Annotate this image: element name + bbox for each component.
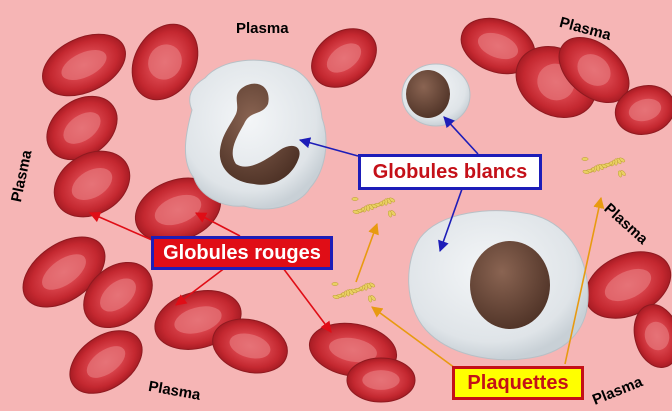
white-blood-cells [184, 59, 589, 361]
platelet [581, 157, 589, 161]
red-blood-cell [311, 28, 377, 88]
platelets [331, 157, 626, 303]
arrow-red-2 [195, 212, 241, 237]
platelet [617, 170, 623, 178]
red-blood-cell [53, 150, 131, 218]
platelet [367, 295, 373, 303]
platelet [352, 209, 360, 215]
white-cell-left [184, 59, 327, 210]
red-blood-cell [42, 33, 126, 97]
platelet [387, 210, 393, 218]
red-blood-cell [212, 318, 288, 374]
red-blood-cell [346, 357, 416, 403]
plasma-label-top: Plasma [236, 20, 289, 37]
arrow-blue-3 [438, 188, 463, 253]
red-blood-cell [131, 23, 199, 101]
arrow-red-3 [175, 263, 231, 306]
red-cells-label: Globules rouges [151, 236, 333, 270]
red-blood-cell [614, 85, 672, 135]
arrow-orange-2 [371, 306, 456, 369]
white-cells-label: Globules blancs [358, 154, 542, 190]
red-blood-cell [633, 304, 672, 368]
platelet [331, 282, 339, 286]
platelet [332, 294, 340, 300]
white-cell-small-nucleus [406, 70, 450, 118]
arrow-blue-2 [443, 116, 479, 155]
white-cell-large-nucleus [470, 241, 550, 329]
red-blood-cells [22, 17, 672, 403]
white-cell-left-nucleus [219, 83, 300, 185]
arrow-orange-3 [564, 196, 605, 365]
red-blood-cell [584, 251, 672, 319]
arrow-blue-1 [298, 137, 359, 157]
arrow-red-4 [279, 263, 332, 333]
red-blood-cell [69, 330, 143, 394]
platelets-label: Plaquettes [452, 366, 584, 400]
platelet [351, 197, 359, 201]
arrow-orange-1 [355, 222, 379, 283]
red-blood-cell [558, 36, 630, 104]
red-blood-cell [460, 17, 536, 75]
red-blood-cell [22, 236, 106, 308]
arrow-red-1 [88, 211, 153, 241]
platelet [582, 169, 590, 175]
red-blood-cell [134, 177, 222, 243]
label-arrows [88, 116, 605, 369]
red-blood-cell [83, 261, 153, 329]
